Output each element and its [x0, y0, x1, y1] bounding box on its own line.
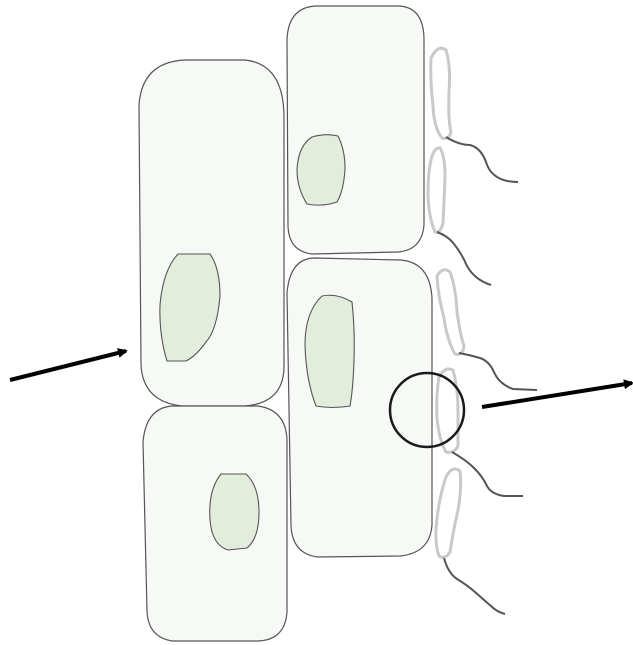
bacterium-1 — [429, 46, 519, 183]
arrow-left-incoming — [9, 348, 128, 382]
bacterium-2 — [426, 146, 492, 286]
bacteria-group — [426, 46, 538, 615]
bacterium-2-flagellum — [436, 231, 492, 286]
cell-top-middle-wall — [286, 5, 425, 255]
cell-bottom-left — [142, 405, 288, 642]
bacterium-4-flagellum — [451, 451, 523, 497]
bacterium-1-body — [429, 46, 453, 140]
cell-middle-right-wall — [286, 257, 433, 558]
nucleus-bottom-left — [209, 473, 260, 551]
highlight-circle — [388, 371, 466, 449]
bacterium-3 — [435, 268, 538, 391]
arrow-right-outgoing — [481, 379, 633, 409]
nucleus-middle-right — [304, 294, 355, 409]
bacterium-4 — [435, 367, 523, 497]
bacterium-5-body — [434, 467, 463, 559]
bacterium-1-flagellum — [445, 136, 519, 183]
bacterium-3-flagellum — [458, 352, 538, 391]
cell-left-tall-wall — [138, 59, 285, 407]
nucleus-top-middle — [296, 134, 346, 206]
bacterium-3-body — [435, 268, 466, 356]
nucleus-left-tall — [159, 253, 221, 362]
bacterium-5 — [434, 467, 506, 615]
cells-group — [138, 5, 433, 642]
cell-middle-right — [286, 257, 433, 558]
bacterium-2-body — [426, 146, 447, 234]
cell-top-middle — [286, 5, 425, 255]
cell-left-tall — [138, 59, 285, 407]
bacterium-5-flagellum — [443, 557, 506, 615]
bacterium-4-body — [435, 367, 460, 454]
